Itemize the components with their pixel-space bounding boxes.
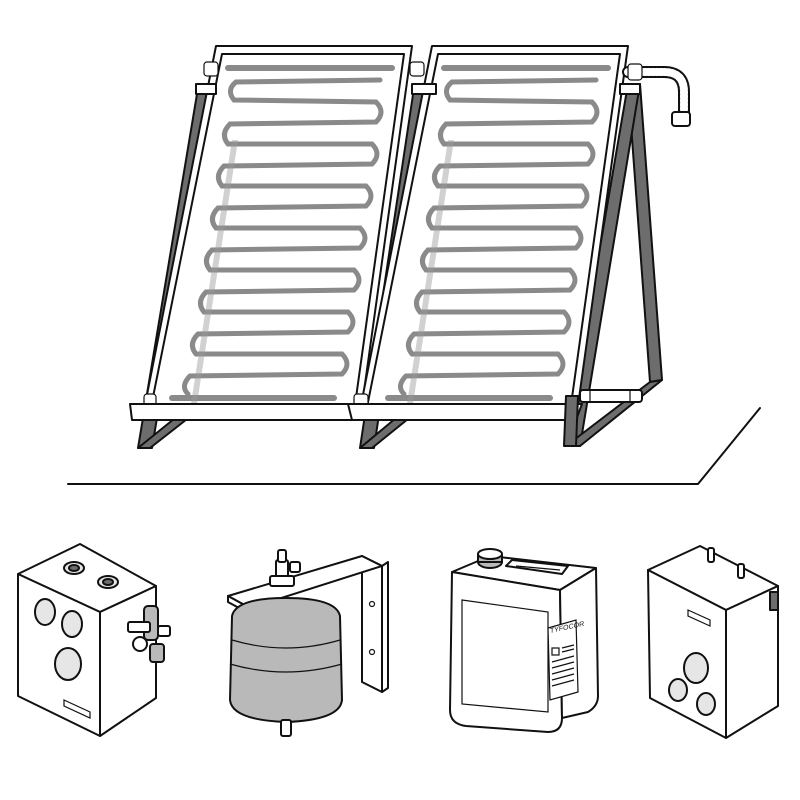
solar-collector-left — [137, 45, 425, 449]
ground-plane — [67, 407, 761, 485]
flex-hose-top — [622, 63, 691, 127]
canister-label: TYFOCOR — [547, 619, 584, 701]
solar-collector-right — [353, 45, 629, 449]
fluid-canister: TYFOCOR — [449, 548, 599, 733]
controller-box — [647, 545, 779, 739]
absorber-tube-right — [385, 65, 611, 401]
absorber-tube-left — [169, 65, 395, 401]
pump-station — [17, 543, 171, 737]
valve-assembly — [127, 605, 171, 663]
expansion-vessel — [227, 549, 389, 737]
bottom-strut — [563, 389, 643, 447]
solar-collector-array — [129, 45, 691, 449]
